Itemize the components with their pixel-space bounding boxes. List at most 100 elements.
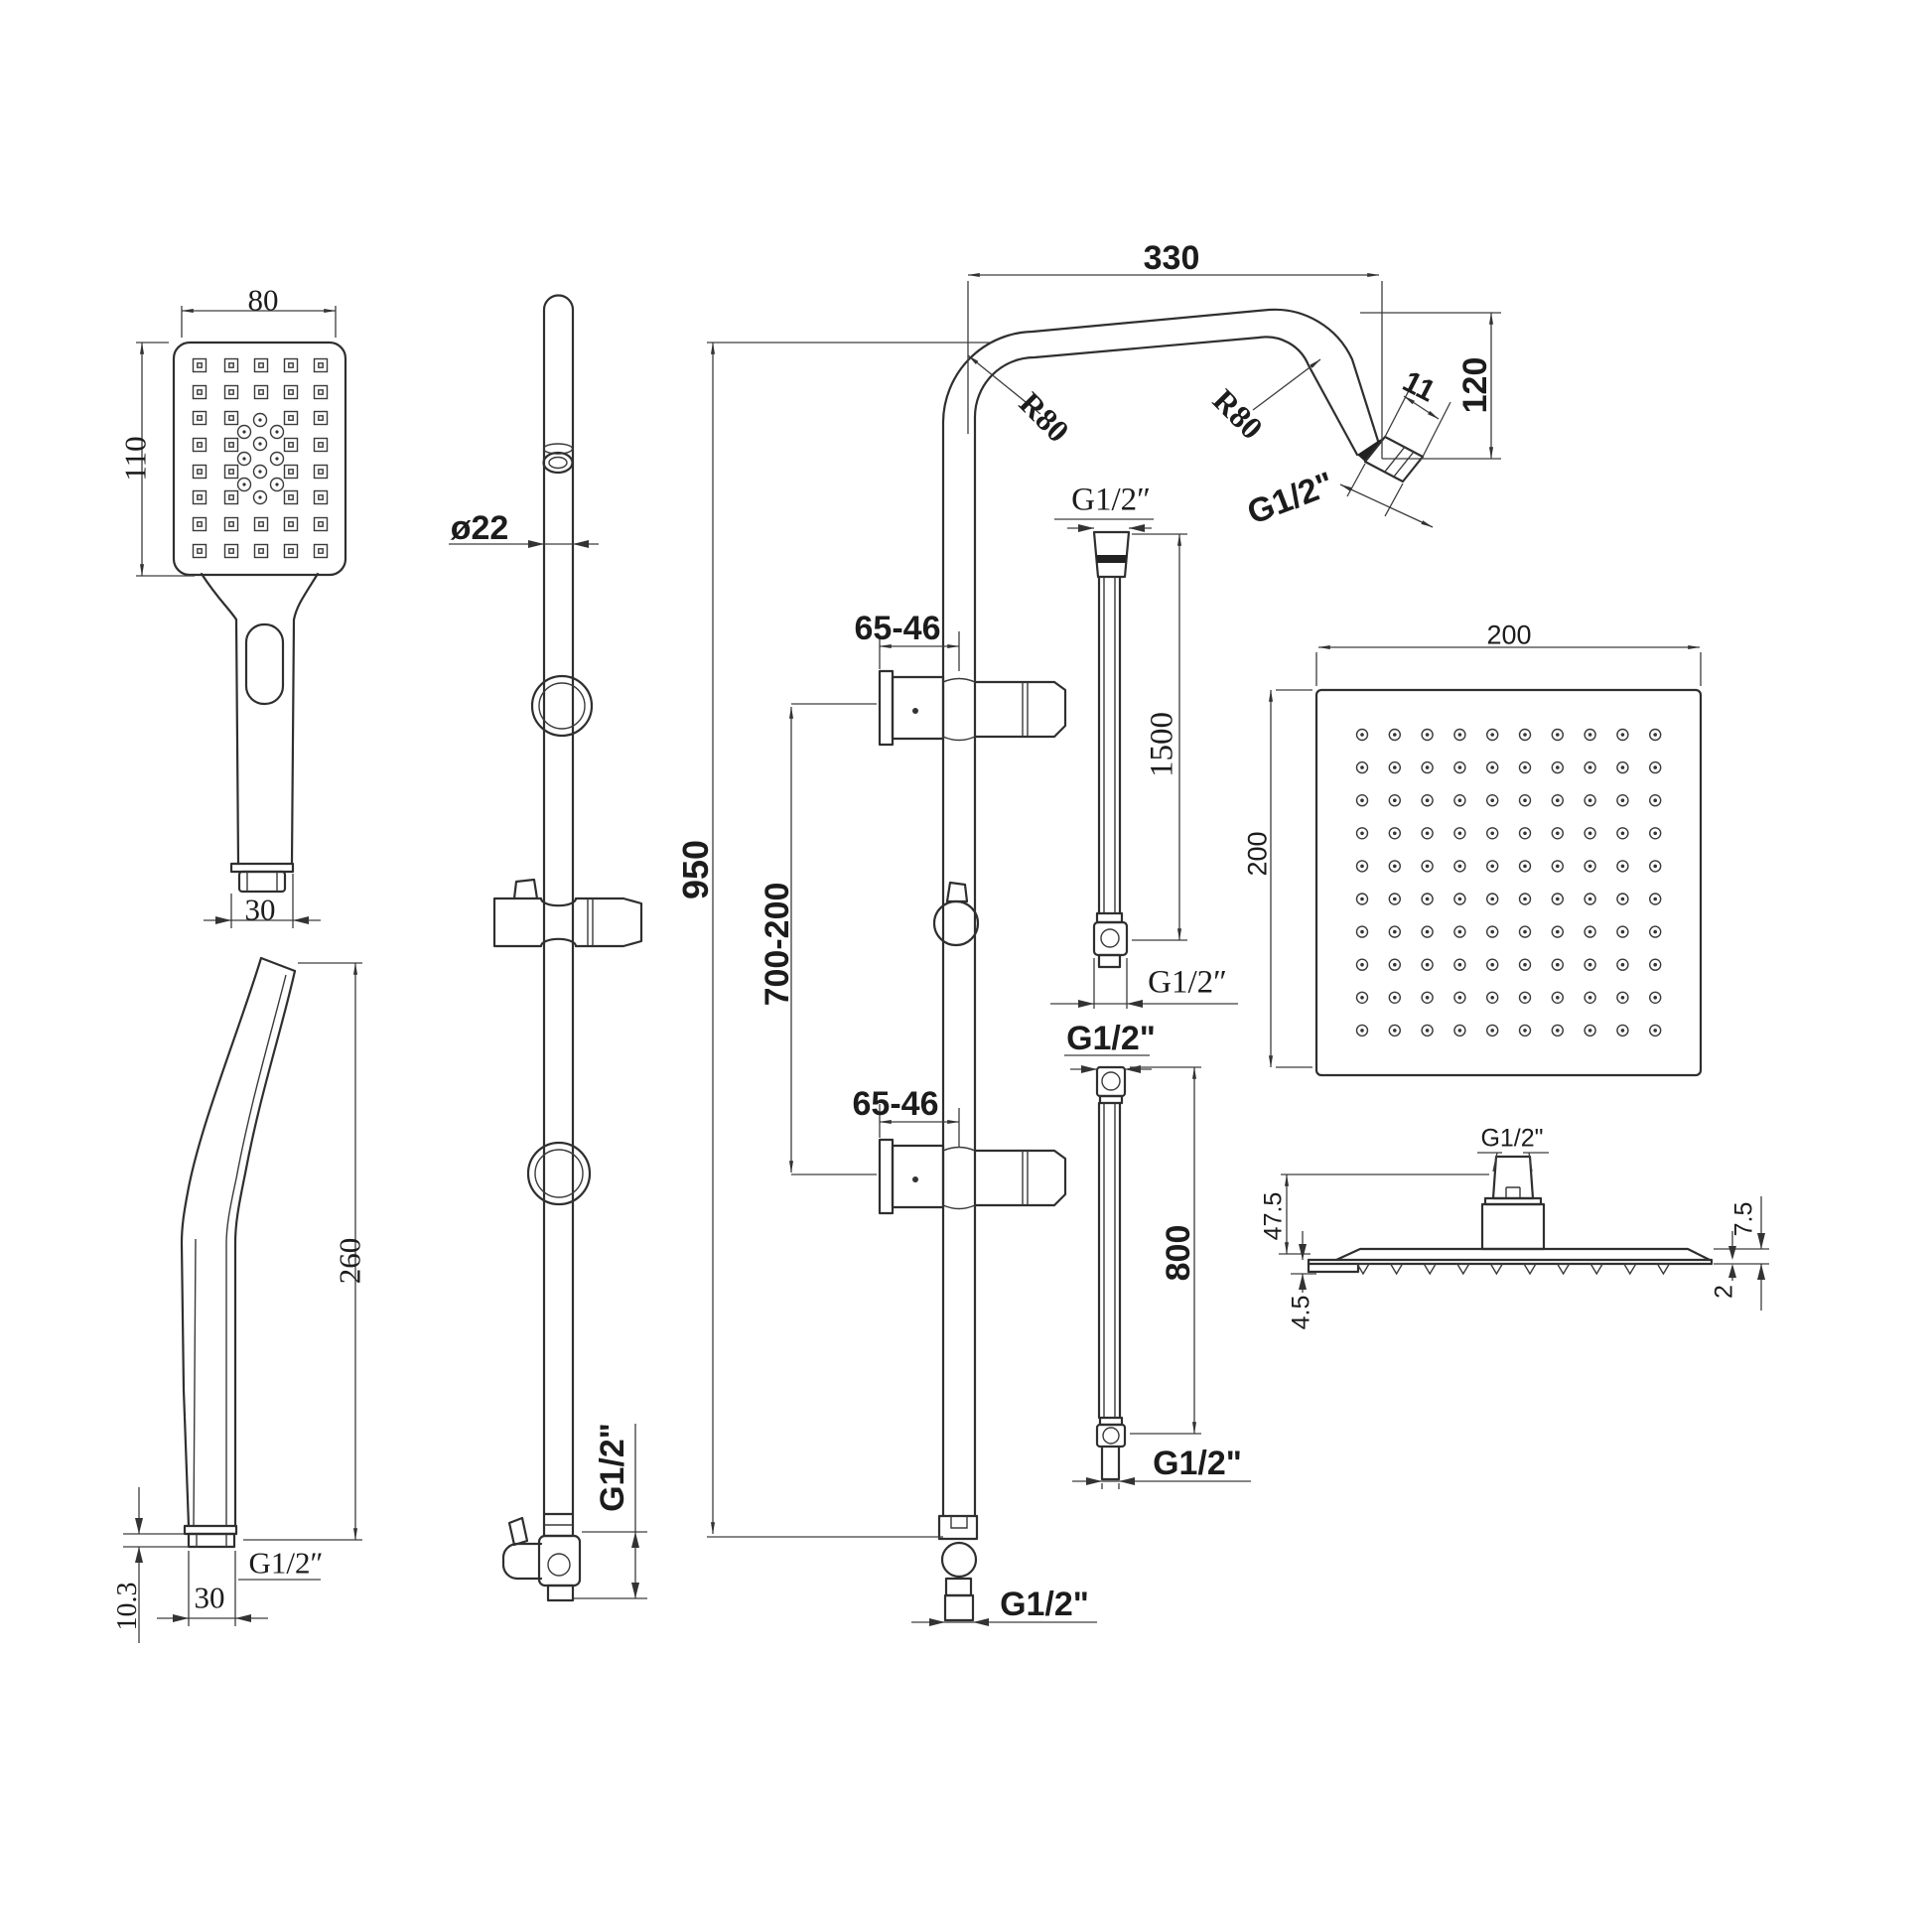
dim-label-front-height: 110 [117, 436, 153, 482]
nozzle [283, 437, 299, 453]
nozzle [1551, 958, 1565, 971]
nozzle [1518, 760, 1532, 774]
nozzle [252, 489, 268, 505]
nozzle [1556, 996, 1560, 1000]
thread-label-rail: G1/2" [594, 1423, 631, 1512]
nozzle [1421, 893, 1434, 905]
nozzle [1453, 991, 1466, 1004]
nozzle [1421, 760, 1434, 774]
nozzle [1518, 893, 1532, 905]
nozzle [252, 464, 268, 480]
nozzle [1425, 733, 1430, 737]
nozzle [1653, 733, 1657, 737]
dim-label-column-height: 950 [675, 839, 716, 900]
nozzle [228, 389, 234, 395]
wall-bracket-upper [878, 669, 1067, 747]
nozzle [1556, 733, 1560, 737]
handshower-side-nut [187, 1532, 236, 1549]
dim-label-adjust-range: 700-200 [759, 882, 796, 1007]
nozzle [228, 415, 234, 421]
nozzle [1360, 831, 1364, 836]
nozzle [1421, 1024, 1434, 1037]
dim-label-head-connector-height: 47.5 [1259, 1191, 1288, 1241]
nozzle [1584, 958, 1596, 971]
handshower-nozzle-grid [192, 357, 329, 559]
nozzle [1485, 958, 1499, 971]
dim-label-offset-bottom: 65-46 [852, 1085, 939, 1123]
hose-nut-bottom [1095, 1423, 1127, 1449]
dim-label-hose1500-length: 1500 [1144, 712, 1180, 777]
arm-end-connector [1363, 435, 1425, 483]
nozzle [1360, 733, 1364, 737]
nozzle [313, 516, 329, 532]
nozzle [283, 410, 299, 426]
nozzle [236, 424, 252, 440]
nozzle [1388, 893, 1402, 905]
nozzle [269, 451, 285, 467]
nozzle [283, 543, 299, 559]
nozzle [313, 410, 329, 426]
handshower-outlet-nut [237, 870, 287, 894]
nozzle [1648, 991, 1662, 1004]
nozzle [1653, 996, 1657, 1000]
nozzle [1355, 728, 1369, 742]
nozzle [1653, 864, 1657, 869]
nozzle [283, 464, 299, 480]
nozzle [1490, 962, 1494, 967]
nozzle [1584, 893, 1596, 905]
nozzle [1355, 991, 1369, 1004]
nozzle [1551, 860, 1565, 873]
overhead-nozzle-grid [1355, 728, 1662, 1037]
nozzle [1584, 1024, 1596, 1037]
head-thread-nipple [1491, 1155, 1535, 1200]
nozzle [1388, 760, 1402, 774]
nozzle [1425, 765, 1430, 769]
nozzle [1355, 794, 1369, 807]
nozzle [223, 489, 239, 505]
nozzle [1584, 728, 1596, 742]
nozzle [1587, 1029, 1592, 1033]
nozzle [1648, 925, 1662, 938]
nozzle [288, 389, 294, 395]
nozzle [269, 424, 285, 440]
dim-label-hose800-length: 800 [1160, 1224, 1197, 1282]
nozzle [1457, 864, 1462, 869]
nozzle [313, 437, 329, 453]
nozzle [192, 357, 207, 373]
nozzle [1453, 794, 1466, 807]
nozzle [1648, 1024, 1662, 1037]
thread-label-side: G1/2″ [248, 1545, 324, 1581]
dimension-lines [123, 272, 1769, 1643]
nozzle [1393, 765, 1397, 769]
riser-pipe [941, 415, 977, 1518]
nozzle [1523, 962, 1527, 967]
nozzle [1422, 1263, 1438, 1276]
nozzle [1551, 794, 1565, 807]
nozzle [223, 384, 239, 400]
nozzle [1485, 760, 1499, 774]
nozzle [1518, 1024, 1532, 1037]
nozzle [228, 494, 234, 500]
nozzle [1653, 1029, 1657, 1033]
hose-800-view [1095, 1065, 1127, 1481]
nozzle [1425, 831, 1430, 836]
nozzle [1421, 827, 1434, 840]
nozzle [1523, 864, 1527, 869]
nozzle [269, 477, 285, 492]
nozzle [253, 384, 269, 400]
nozzle [1393, 996, 1397, 1000]
nozzle [1616, 860, 1629, 873]
nozzle [1490, 864, 1494, 869]
nozzle [258, 495, 262, 499]
rail-bottom-outlet [546, 1584, 575, 1602]
nozzle [313, 543, 329, 559]
nozzle [1421, 860, 1434, 873]
nozzle [1389, 1263, 1404, 1276]
dim-label-rail-diameter: ø22 [450, 509, 509, 547]
dim-label-head-width: 200 [1486, 620, 1532, 650]
shower-arm-outer [941, 308, 1380, 443]
nozzle [1360, 929, 1364, 934]
nozzle [1551, 728, 1565, 742]
nozzle [1490, 831, 1494, 836]
dim-label-offset-top: 65-46 [854, 610, 941, 647]
